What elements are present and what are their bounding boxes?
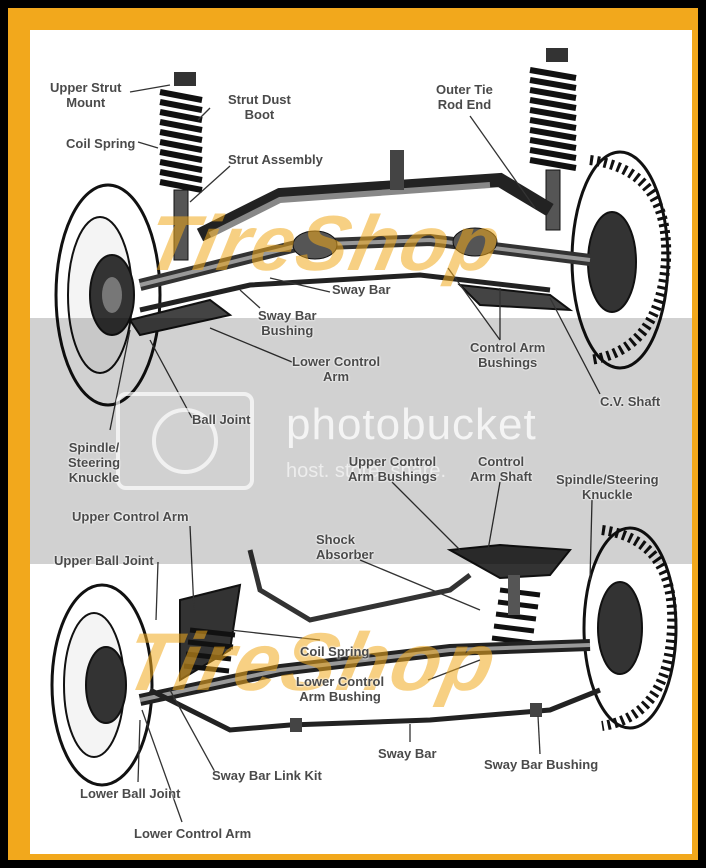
label-front-coil-spring: Coil Spring (66, 136, 136, 151)
label-front-lower-control-arm: Lower Control Arm (292, 354, 381, 384)
watermark-main-text: photobucket (286, 400, 537, 449)
front-left-wheel (54, 183, 162, 407)
label-rear-spindle-steering-knuckle: Spindle/Steering Knuckle (556, 472, 659, 502)
label-upper-control-arm: Upper Control Arm (72, 509, 189, 524)
rear-sway-bar (148, 687, 601, 733)
label-control-arm-shaft: Control Arm Shaft (470, 454, 533, 484)
rear-crossmember (138, 639, 591, 706)
label-shock-absorber: Shock Absorber (316, 532, 374, 562)
label-front-spindle-steering-knuckle: Spindle/ Steering Knuckle (68, 440, 121, 485)
leader-lines (109, 84, 601, 823)
suspension-illustration (50, 48, 678, 823)
label-front-sway-bar-bushing: Sway Bar Bushing (258, 308, 317, 338)
gold-border: TireShop TireShop photobucket host. stor… (8, 8, 698, 860)
label-upper-ball-joint: Upper Ball Joint (54, 553, 154, 568)
rear-right-shock-and-arm (446, 543, 572, 646)
front-cv-shafts (138, 227, 591, 291)
label-rear-sway-bar-bushing: Sway Bar Bushing (484, 757, 599, 772)
watermark-band (30, 318, 692, 564)
rear-right-wheel (582, 525, 678, 731)
label-cv-shaft: C.V. Shaft (600, 394, 661, 409)
label-outer-tie-rod-end: Outer Tie Rod End (436, 82, 493, 112)
label-rear-coil-spring: Coil Spring (300, 644, 370, 659)
label-control-arm-bushings: Control Arm Bushings (470, 340, 546, 370)
diagram-canvas: TireShop TireShop photobucket host. stor… (30, 30, 692, 854)
label-ball-joint: Ball Joint (192, 412, 251, 427)
rear-left-coil-spring (179, 583, 242, 682)
tireshop-brand-watermark-top: TireShop (138, 199, 511, 287)
front-lower-control-arm (128, 283, 574, 337)
label-lower-ball-joint: Lower Ball Joint (80, 786, 181, 801)
label-sway-bar-link-kit: Sway Bar Link Kit (212, 768, 322, 783)
label-strut-assembly: Strut Assembly (228, 152, 323, 167)
label-strut-dust-boot: Strut Dust Boot (228, 92, 291, 122)
label-front-sway-bar: Sway Bar (332, 282, 391, 297)
front-left-coil-spring (159, 72, 203, 261)
label-upper-control-arm-bushings: Upper Control Arm Bushings (348, 454, 437, 484)
front-right-coil-spring (529, 48, 577, 231)
watermark-sub-text: host. store. share. (286, 460, 447, 482)
front-sway-bar (139, 272, 551, 313)
rear-left-wheel (50, 583, 154, 787)
label-upper-strut-mount: Upper Strut Mount (50, 80, 122, 110)
label-lower-control-arm-bushing: Lower Control Arm Bushing (296, 674, 385, 704)
label-rear-sway-bar: Sway Bar (378, 746, 437, 761)
rear-link-rod (247, 549, 472, 623)
photobucket-logo-icon (116, 392, 254, 490)
front-steering-rack (196, 150, 554, 242)
label-rear-lower-control-arm: Lower Control Arm (134, 826, 252, 841)
